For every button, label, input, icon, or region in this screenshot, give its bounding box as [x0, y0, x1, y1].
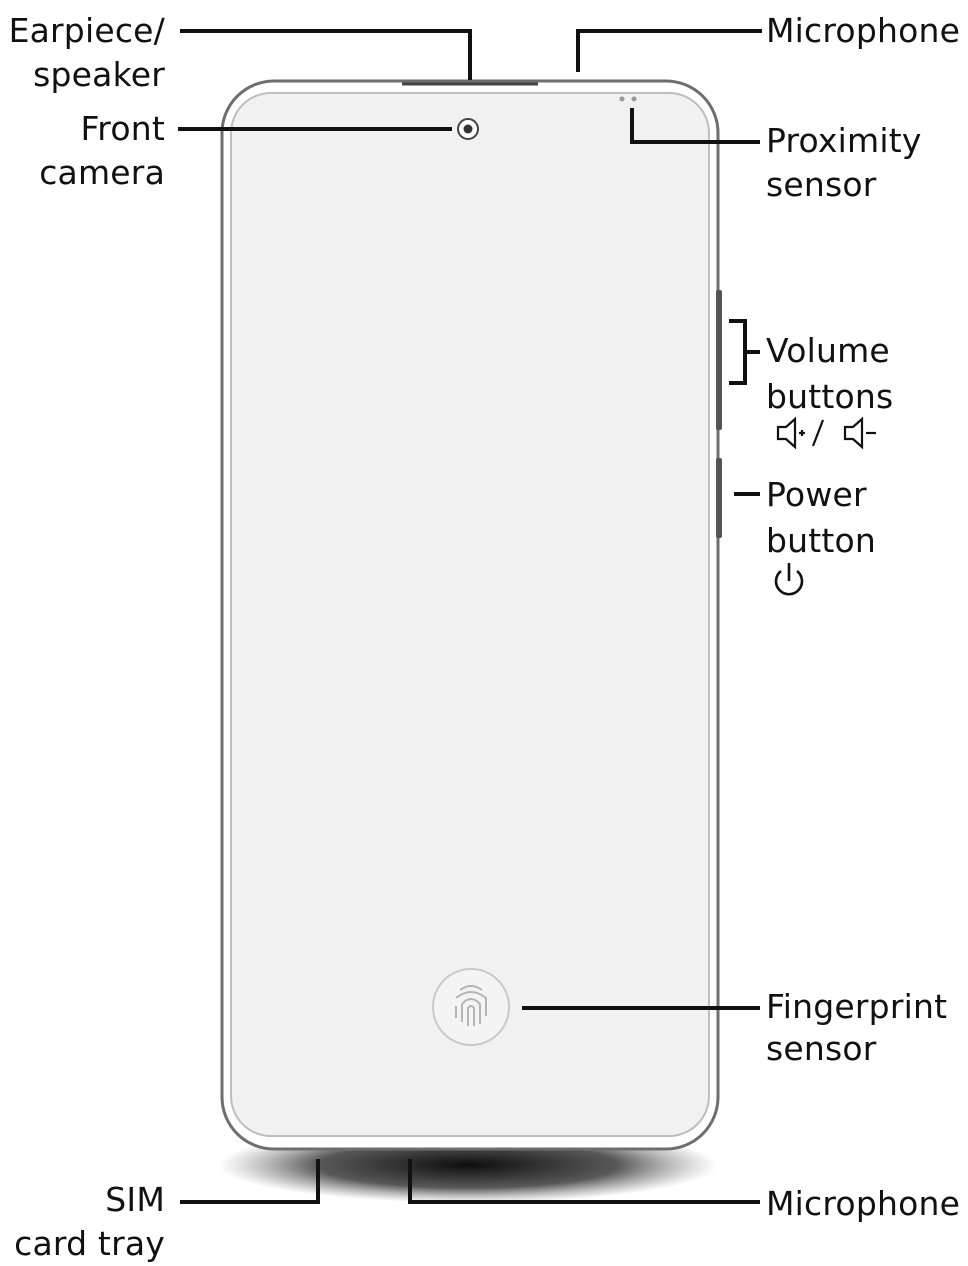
volume-label-line1: Volume	[766, 331, 890, 370]
fingerprint-icon	[432, 968, 510, 1046]
volume-label-line2: buttons	[766, 377, 894, 416]
sim-label: SIM card tray	[14, 1178, 165, 1266]
sim-label-line1: SIM	[105, 1180, 165, 1219]
power-button-shape	[716, 458, 722, 538]
phone-screen	[230, 92, 710, 1137]
proximity-label: Proximity sensor	[766, 119, 922, 207]
earpiece-label-line2: speaker	[33, 55, 165, 94]
volume-label: Volume buttons	[766, 328, 893, 420]
sim-leader	[180, 1159, 320, 1204]
earpiece-label: Earpiece/ speaker	[9, 9, 165, 97]
power-label-line1: Power	[766, 475, 867, 514]
volume-button	[716, 290, 722, 430]
microphone-bottom-label-line1: Microphone	[766, 1184, 961, 1223]
proximity-dot	[631, 96, 637, 102]
microphone-top-label: Microphone	[766, 9, 960, 53]
power-icon	[774, 563, 804, 596]
microphone-top-label-line1: Microphone	[766, 11, 961, 50]
front-camera-label: Front camera	[39, 107, 165, 195]
microphone-bottom-label: Microphone	[766, 1182, 960, 1226]
proximity-leader	[630, 108, 760, 144]
power-label-line2: button	[766, 521, 877, 560]
front-camera-label-line1: Front	[80, 109, 165, 148]
power-label: Power button	[766, 472, 876, 564]
fingerprint-label: Fingerprint sensor	[766, 986, 947, 1070]
microphone-bottom-leader	[408, 1159, 760, 1204]
leader-lines	[178, 29, 762, 1204]
volume-up-icon	[776, 416, 825, 450]
earpiece-leader	[180, 29, 472, 80]
sim-label-line2: card tray	[14, 1224, 165, 1263]
proximity-label-line2: sensor	[766, 165, 877, 204]
proximity-label-line1: Proximity	[766, 121, 922, 160]
fingerprint-label-line2: sensor	[766, 1029, 877, 1068]
volume-bracket	[729, 319, 747, 385]
microphone-top-leader	[576, 29, 762, 72]
fingerprint-label-line1: Fingerprint	[766, 987, 948, 1026]
front-camera-icon	[457, 118, 479, 140]
front-camera-label-line2: camera	[39, 153, 165, 192]
volume-down-icon	[843, 416, 876, 450]
earpiece-label-line1: Earpiece/	[8, 11, 165, 50]
proximity-dot	[619, 96, 625, 102]
